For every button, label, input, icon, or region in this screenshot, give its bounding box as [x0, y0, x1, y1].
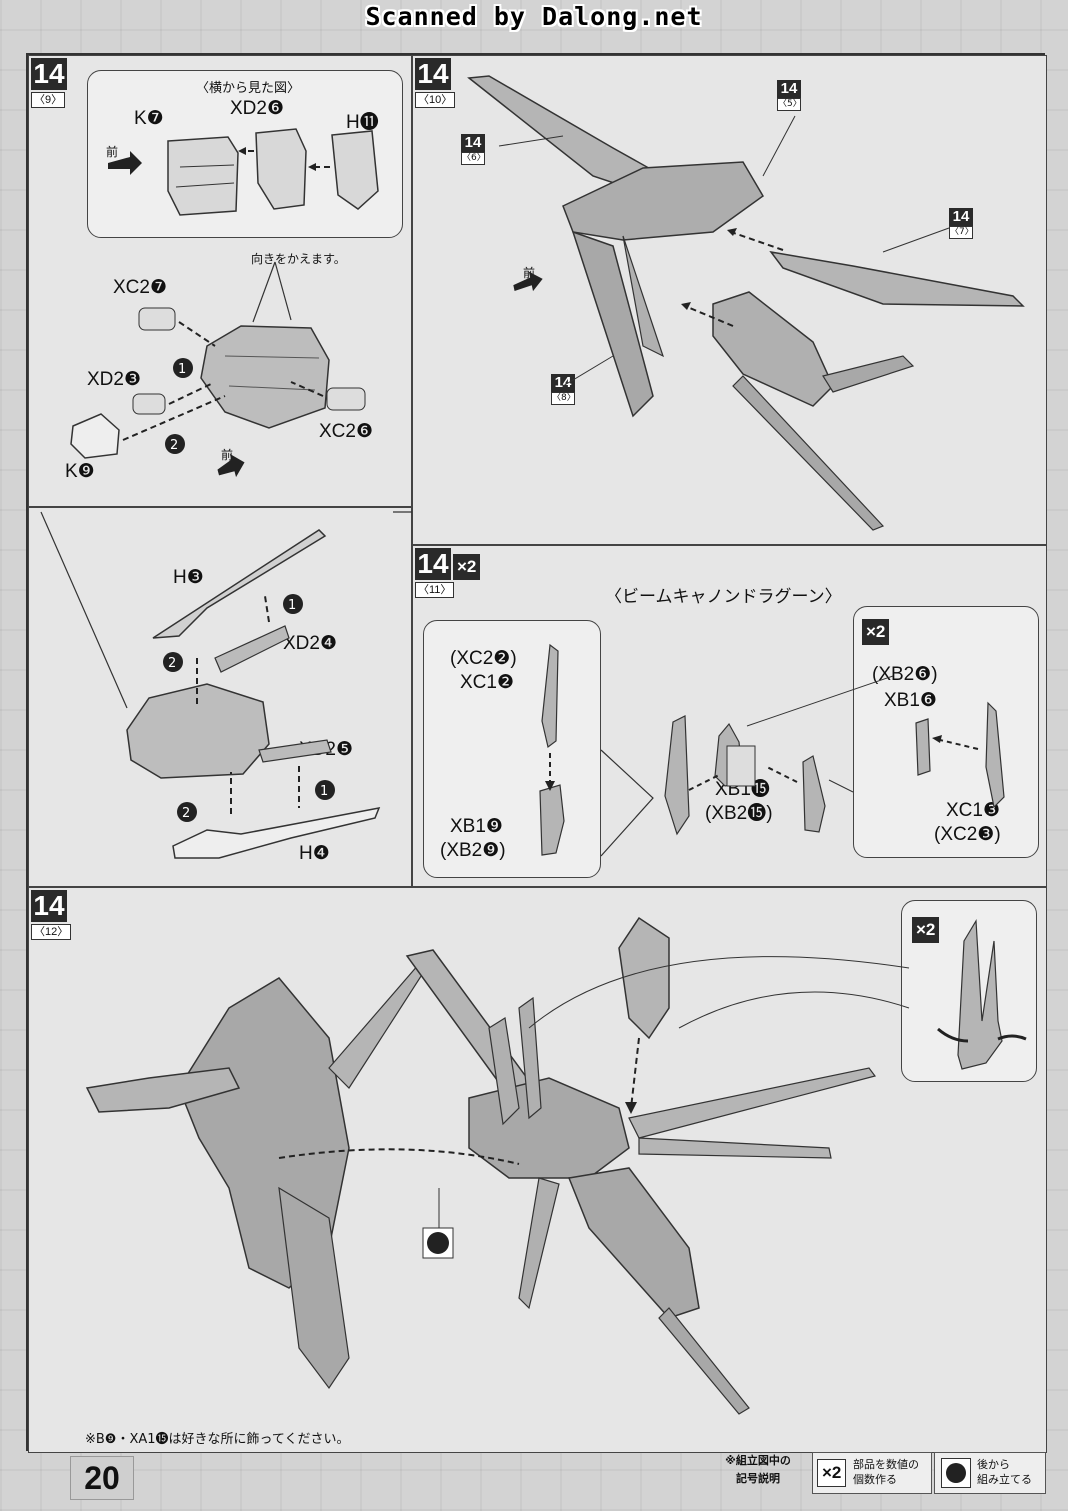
part-diagram: [937, 919, 1027, 1070]
part-label: XB1❾: [450, 816, 503, 837]
svg-text:1: 1: [320, 784, 328, 799]
head-assembly-diagram: 1 2: [70, 261, 366, 478]
side-view-box: 〈横から見た図〉 K❼ XD2❻ H⓫ 前: [87, 70, 403, 238]
step-sub-number: 〈9〉: [31, 92, 66, 108]
front-label: 前: [221, 448, 234, 462]
step-sub-number: 〈12〉: [31, 924, 72, 940]
dragoon-assembly-diagram: [600, 675, 894, 857]
scan-credit: Scanned by Dalong.net: [365, 2, 703, 31]
assemble-later-icon: [941, 1458, 971, 1488]
svg-text:2: 2: [170, 438, 178, 453]
part-label: XC2❻: [319, 421, 373, 442]
part-label: XC2❼: [113, 277, 167, 298]
part-label: XD2❸: [87, 369, 141, 390]
panel-step-14-9: 14 〈9〉 〈横から見た図〉 K❼ XD2❻ H⓫ 前 向きをかえます。 XC…: [28, 55, 412, 507]
part-label: (XC2❸): [934, 824, 1001, 845]
legend-assemble-later: 後から組み立てる: [934, 1452, 1046, 1494]
legend-multiplier: ×2 部品を数値の個数作る: [812, 1452, 932, 1494]
footnote: ※B❾・XA1⓯は好きな所に飾ってください。: [85, 1432, 350, 1447]
part-label: (XB2❾): [440, 840, 506, 861]
panel-step-14-12: 14 〈12〉 ×2 ※B❾・XA1⓯は好きな所に飾ってください。: [28, 887, 1047, 1453]
part-label: K❾: [65, 461, 95, 482]
final-assembly-diagram: [85, 916, 910, 1415]
instruction-frame: 14 〈9〉 〈横から見た図〉 K❼ XD2❻ H⓫ 前 向きをかえます。 XC…: [26, 53, 1047, 1453]
step-number: 14: [31, 890, 67, 922]
svg-text:1: 1: [288, 598, 296, 613]
svg-text:2: 2: [182, 806, 190, 821]
step-number: 14: [415, 548, 451, 580]
part-label: (XB2❻): [872, 664, 938, 685]
panel-step-14-10: 14 〈10〉 14〈5〉 14〈6〉 14〈7〉 14〈8〉 前: [412, 55, 1047, 545]
front-label: 前: [106, 145, 119, 159]
side-view-diagram: [108, 128, 379, 216]
detail-box-right: ×2 (XB2❻) XB1❻ XC1❸ (XC2❸): [853, 606, 1039, 858]
multiplier-badge: ×2: [862, 619, 890, 645]
ref-tag: 14〈8〉: [551, 374, 576, 405]
part-label: H❹: [299, 843, 330, 864]
multiplier-badge: ×2: [912, 917, 940, 943]
part-diagram: [915, 701, 1005, 809]
part-label: K❼: [134, 108, 164, 129]
panel-step-14-9-wings: H❸ XD2❹ XD2❺ H❹ 1 2 2 1: [28, 507, 413, 887]
detail-box-dragoon: ×2: [901, 900, 1037, 1082]
backpack-assembly-diagram: [467, 75, 1025, 531]
part-label: XB1❻: [884, 690, 937, 711]
ref-tag: 14〈5〉: [777, 80, 802, 111]
part-label: (XC2❷): [450, 648, 517, 669]
side-view-title: 〈横から見た図〉: [196, 81, 301, 96]
page-number: 20: [70, 1456, 134, 1500]
multiplier-badge: ×2: [453, 554, 481, 580]
ref-tag: 14〈6〉: [461, 134, 486, 165]
part-label: XC1❸: [946, 800, 1000, 821]
part-label: H⓫: [346, 112, 379, 133]
subassembly-title: 〈ビームキャノンドラグーン〉: [605, 587, 842, 606]
ref-tag: 14〈7〉: [949, 208, 974, 239]
part-diagram: [539, 643, 565, 856]
legend-title: ※組立図中の記号説明: [725, 1454, 791, 1485]
part-label: H❸: [173, 567, 204, 588]
step-number: 14: [415, 58, 451, 90]
part-label: XD2❹: [283, 633, 337, 654]
part-label: (XB2⓯): [705, 803, 773, 824]
multiplier-symbol: ×2: [817, 1459, 847, 1487]
detail-box-left: (XC2❷) XC1❷ XB1❾ (XB2❾): [423, 620, 601, 878]
part-label: XC1❷: [460, 672, 514, 693]
svg-text:1: 1: [178, 362, 186, 377]
part-label: XD2❻: [230, 98, 284, 119]
step-sub-number: 〈10〉: [415, 92, 456, 108]
step-number: 14: [31, 58, 67, 90]
svg-text:2: 2: [168, 656, 176, 671]
panel-step-14-11: 14 〈11〉 ×2 〈ビームキャノンドラグーン〉 (XC2❷) XC1❷ XB…: [412, 545, 1047, 887]
step-sub-number: 〈11〉: [415, 582, 455, 598]
wing-assembly-diagram: 1 2 2 1: [40, 511, 413, 859]
